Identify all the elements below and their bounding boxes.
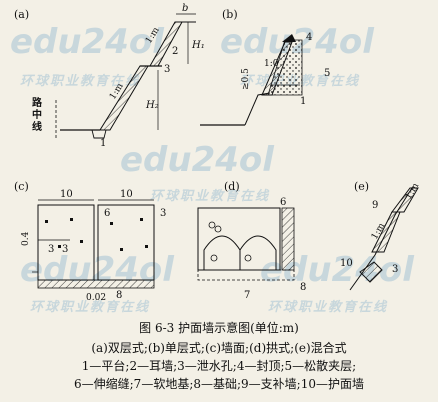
- panel-e-label: (e): [354, 180, 369, 193]
- callout-9: 9: [372, 200, 378, 211]
- caption-line-1: (a)双层式;(b)单层式;(c)墙面;(d)拱式;(e)混合式: [91, 341, 347, 355]
- callout-8-d: 8: [300, 282, 306, 293]
- retaining-wall-figure: (a) 路 中 线 H₁ H₂ b 1:m 1:m 2 3 1 (b): [14, 3, 422, 303]
- panel-a-label: (a): [14, 8, 29, 21]
- figure-caption: 图 6-3 护面墙示意图(单位:m): [0, 320, 438, 336]
- spacing-2: 3: [62, 244, 68, 255]
- panel-b-label: (b): [222, 8, 238, 21]
- callout-4: 4: [306, 32, 312, 43]
- callout-6-c: 6: [104, 208, 110, 219]
- caption-line: 6—伸缩缝;7—软地基;8—基础;9—支补墙;10—护面墙: [0, 376, 438, 392]
- panel-d-label: (d): [224, 180, 240, 193]
- slope-e-upper: 1:m: [404, 181, 422, 201]
- callout-3-c: 3: [160, 208, 166, 219]
- panel-a: (a) 路 中 线 H₁ H₂ b 1:m 1:m 2 3 1: [14, 3, 205, 149]
- panel-d: (d) 6 7 8: [197, 180, 306, 301]
- panel-c-label: (c): [14, 180, 29, 193]
- caption-line-3: 6—伸缩缝;7—软地基;8—基础;9—支补墙;10—护面墙: [74, 377, 364, 391]
- caption-line: (a)双层式;(b)单层式;(c)墙面;(d)拱式;(e)混合式: [0, 340, 438, 356]
- callout-1: 1: [100, 138, 106, 149]
- panel-b: (b) 1:0 ≥0.5 4 5 1: [200, 8, 330, 126]
- callout-10: 10: [340, 258, 353, 269]
- callout-7-d: 7: [244, 290, 250, 301]
- slope-upper: 1:m: [144, 25, 162, 45]
- panel-c: (c) 10 10 3 3 0.4 0.02 6 3 8: [14, 180, 166, 303]
- callout-3-e: 3: [392, 264, 398, 275]
- dim-h2: H₂: [145, 100, 159, 111]
- callout-6-d: 6: [280, 197, 286, 208]
- callout-8-c: 8: [116, 290, 122, 301]
- road-center-label-2: 中: [32, 108, 42, 121]
- callout-3: 3: [164, 64, 170, 75]
- caption-line: 1—平台;2—耳墙;3—泄水孔;4—封顶;5—松散夹层;: [0, 358, 438, 374]
- caption-title: 图 6-3 护面墙示意图(单位:m): [139, 321, 299, 335]
- callout-1-b: 1: [300, 96, 306, 107]
- spacing-1: 3: [48, 244, 54, 255]
- height-label: 0.4: [21, 231, 31, 246]
- gap-label: 0.02: [86, 293, 106, 303]
- panel-e: (e) 1:m 1:m 9 10 3: [340, 180, 422, 291]
- width-1: 10: [60, 189, 73, 200]
- road-center-label-1: 路: [32, 96, 43, 109]
- callout-5: 5: [324, 68, 330, 79]
- slope-b: 1:0: [264, 59, 279, 69]
- road-center-label-3: 线: [32, 120, 42, 133]
- dim-h1: H₁: [191, 40, 205, 51]
- width-2: 10: [120, 189, 133, 200]
- caption-line-2: 1—平台;2—耳墙;3—泄水孔;4—封顶;5—松散夹层;: [81, 359, 357, 373]
- dim-b-min: ≥0.5: [241, 68, 251, 90]
- callout-2: 2: [172, 46, 178, 57]
- dim-b: b: [182, 3, 188, 14]
